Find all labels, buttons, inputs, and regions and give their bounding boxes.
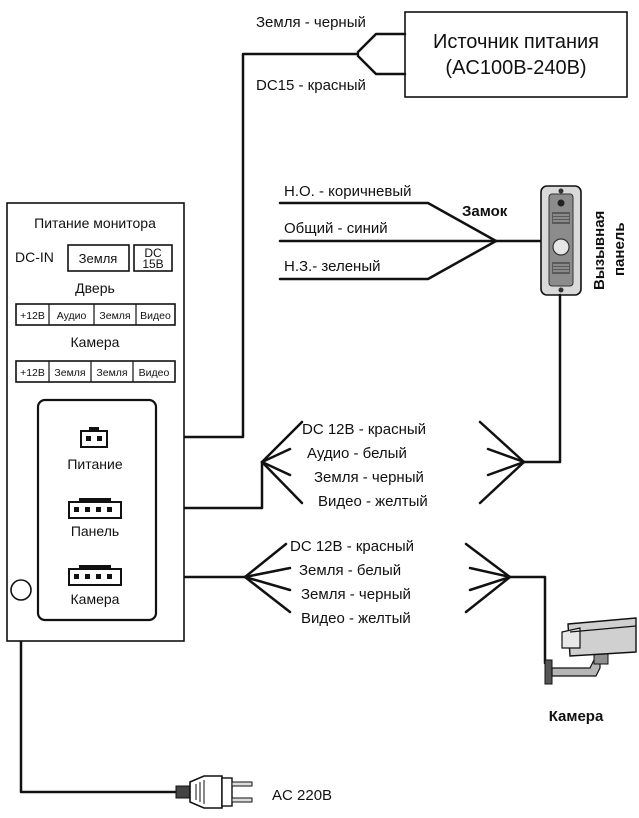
monitor-door-terminal-block: +12В Аудио Земля Видео	[15, 303, 176, 326]
camera-pin-12v: +12В	[20, 367, 45, 379]
call-panel	[540, 185, 582, 296]
power-dc-wire-label: DC15 - красный	[256, 77, 366, 94]
call-panel-label-line2: панель	[611, 222, 628, 276]
door-pin-ground: Земля	[99, 310, 130, 322]
connector-panel-label: Панель	[71, 523, 119, 539]
lock-common-wire-label: Общий - синий	[284, 220, 388, 237]
door-pin-audio: Аудио	[57, 310, 87, 322]
monitor-dc-label: DC	[144, 246, 162, 260]
panel-audio-label: Аудио - белый	[307, 445, 407, 462]
door-pin-12v: +12В	[20, 310, 45, 322]
monitor-ground-label: Земля	[79, 251, 118, 266]
camera-cable-wires	[182, 542, 547, 665]
lock-no-wire-label: Н.О. - коричневый	[284, 183, 412, 200]
monitor-camera-title: Камера	[71, 334, 120, 350]
monitor: Питание монитора DC-IN Земля DC 15В Двер…	[6, 202, 185, 642]
monitor-dc-voltage-label: 15В	[142, 257, 163, 271]
camera-pin-ground-1: Земля	[54, 367, 85, 379]
camera-pin-ground-2: Земля	[96, 367, 127, 379]
lock-label: Замок	[462, 203, 508, 220]
call-panel-label-line1: Вызывная	[591, 211, 608, 290]
monitor-ground-terminal	[67, 244, 130, 272]
camera-connector-icon	[68, 565, 122, 586]
ac-label: AC 220В	[272, 787, 332, 804]
camera-pin-video: Видео	[139, 367, 170, 379]
ac-cable	[19, 599, 180, 794]
ac-inlet-icon	[10, 579, 32, 601]
monitor-dc-terminal	[133, 244, 173, 272]
ac-plug-icon	[175, 775, 253, 809]
power-source-box	[404, 11, 628, 98]
power-connector-icon	[80, 427, 108, 448]
power-source: Источник питания (AC100В-240В)	[404, 11, 628, 98]
power-ground-wire-label: Земля - черный	[256, 14, 366, 31]
lock-nc-wire-label: Н.З.- зеленый	[284, 258, 380, 275]
panel-cable-wires	[182, 293, 562, 510]
panel-connector-icon	[68, 498, 122, 519]
call-button-icon	[552, 238, 570, 256]
camera-ground-white-label: Земля - белый	[299, 562, 401, 579]
monitor-power-title: Питание монитора	[34, 215, 156, 231]
monitor-dcin-label: DC-IN	[15, 249, 54, 265]
panel-dc12-label: DC 12В - красный	[302, 421, 426, 438]
camera-label: Камера	[549, 708, 604, 725]
door-pin-video: Видео	[140, 310, 171, 322]
connector-power-label: Питание	[67, 456, 122, 472]
monitor-door-title: Дверь	[75, 280, 115, 296]
monitor-camera-terminal-block: +12В Земля Земля Видео	[15, 360, 176, 383]
power-source-title-line1: Источник питания	[433, 31, 599, 53]
power-source-title-line2: (AC100В-240В)	[445, 57, 586, 79]
panel-video-label: Видео - желтый	[318, 493, 428, 510]
camera-ground-black-label: Земля - черный	[301, 586, 411, 603]
lock-wires	[278, 201, 542, 281]
panel-ground-label: Земля - черный	[314, 469, 424, 486]
power-wires	[182, 32, 407, 439]
camera-dc12-label: DC 12В - красный	[290, 538, 414, 555]
camera-video-label: Видео - желтый	[301, 610, 411, 627]
camera-lens-icon	[557, 199, 565, 207]
cctv-camera-icon	[544, 617, 637, 685]
connector-camera-label: Камера	[71, 591, 120, 607]
